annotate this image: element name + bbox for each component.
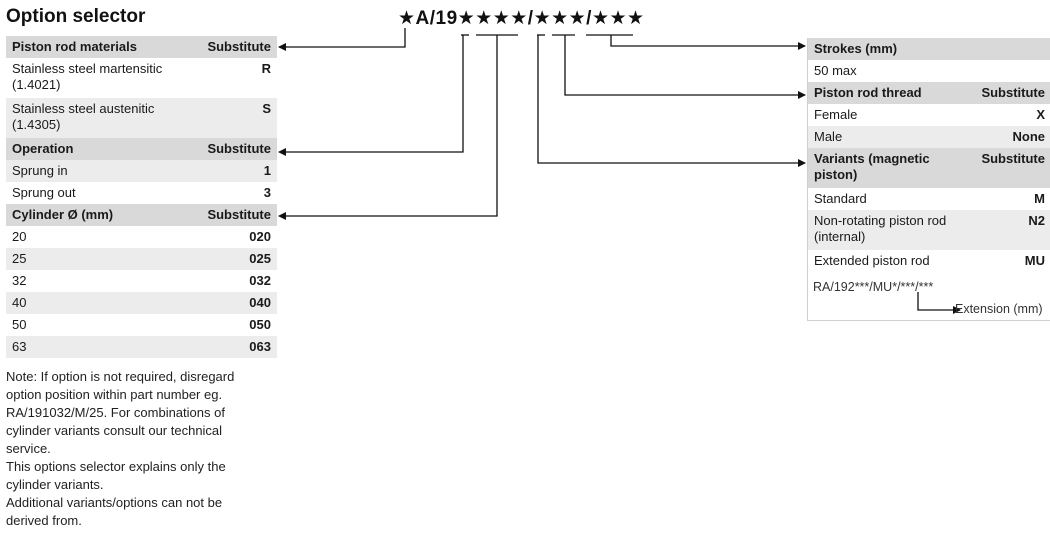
diameter-row: 50 050 [12,317,271,332]
connector-variants [537,35,806,167]
part-number-code: ★A/19★★★★/★★★/★★★ [398,8,645,29]
diameter-row: 25 025 [6,248,277,270]
materials-header: Piston rod materials Substitute [6,36,277,58]
variant-row: Non-rotating piston rod (internal) N2 [808,210,1050,250]
diameter-row: 63 063 [6,336,277,358]
strokes-header: Strokes (mm) [808,38,1050,60]
thread-row: Male None [808,126,1050,148]
note-text: Note: If option is not required, disrega… [6,369,235,528]
diameter-row: 32 032 [12,273,271,288]
connector-stroke [610,35,806,50]
variants-header: Variants (magnetic piston) Substitute [808,148,1050,188]
connector-diameter [278,35,498,220]
connector-operation [278,35,464,156]
thread-header: Piston rod thread Substitute [808,82,1050,104]
connector-thread [564,35,806,99]
diameter-row: 40 040 [6,292,277,314]
diameter-row: 20 020 [12,229,271,244]
strokes-row: 50 max [814,63,857,78]
extension-label: Extension (mm) [955,302,1043,316]
connector-materials [278,28,406,51]
right-option-table: Strokes (mm) 50 max Piston rod thread Su… [807,38,1050,321]
variant-row: Standard M [814,191,1045,206]
page-title: Option selector [6,6,146,27]
left-option-table: Piston rod materials Substitute Stainles… [6,36,277,358]
variant-row: Extended piston rod MU [814,253,1045,268]
materials-row: Stainless steel austenitic (1.4305) S [6,98,277,138]
thread-row: Female X [814,107,1045,122]
connector-extension [917,292,961,314]
materials-row: Stainless steel martensitic (1.4021) R [12,61,271,92]
operation-row: Sprung out 3 [12,185,271,200]
diameter-header: Cylinder Ø (mm) Substitute [6,204,277,226]
operation-row: Sprung in 1 [6,160,277,182]
extension-example: RA/192***/MU*/***/*** [813,280,934,294]
operation-header: Operation Substitute [6,138,277,160]
